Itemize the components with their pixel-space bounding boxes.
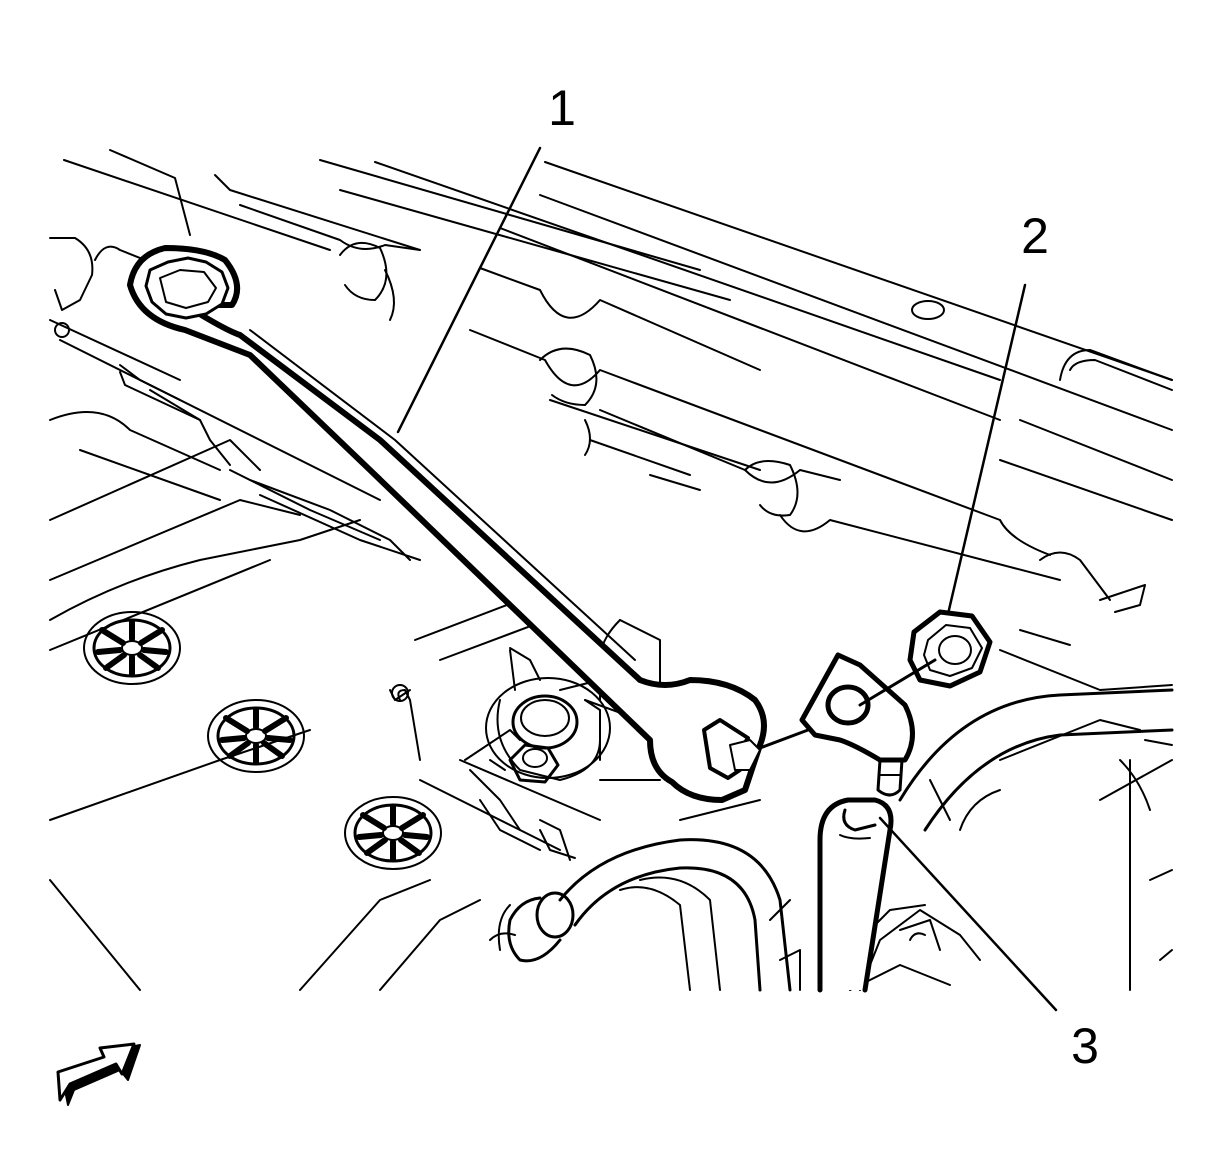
callout-label-1: 1 <box>548 80 576 136</box>
wrench <box>127 245 767 803</box>
leader-1 <box>396 146 542 434</box>
callout-label-2: 2 <box>1021 208 1049 264</box>
callout-leaders <box>396 146 1058 1012</box>
hoses <box>489 688 1174 992</box>
view-direction-arrow-icon <box>56 1042 141 1106</box>
vent-cap <box>207 699 305 773</box>
bolt-stud <box>758 658 937 750</box>
battery-vent-caps <box>83 611 442 870</box>
vent-cap <box>344 796 442 870</box>
callout-label-3: 3 <box>1071 1018 1099 1074</box>
nut <box>907 609 993 689</box>
leader-2 <box>946 283 1027 616</box>
vent-cap <box>83 611 181 685</box>
ground-cable <box>799 652 915 993</box>
leader-3 <box>878 816 1058 1012</box>
battery-terminal-clamp <box>464 677 611 851</box>
engine-cover-panel <box>49 149 1173 691</box>
